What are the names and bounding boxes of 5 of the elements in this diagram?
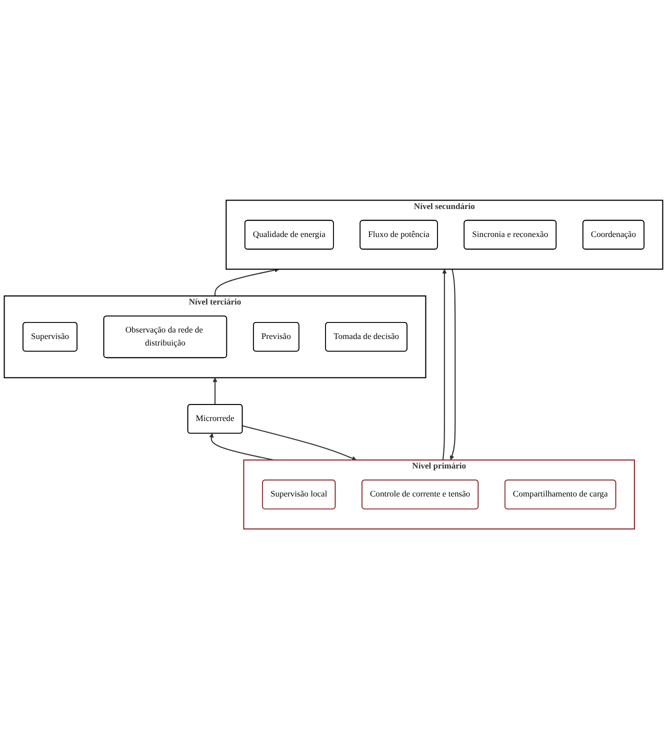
arrow (212, 377, 218, 404)
arrow (242, 425, 357, 460)
arrow (450, 268, 456, 460)
arrow (442, 268, 447, 460)
arrow (214, 268, 280, 296)
